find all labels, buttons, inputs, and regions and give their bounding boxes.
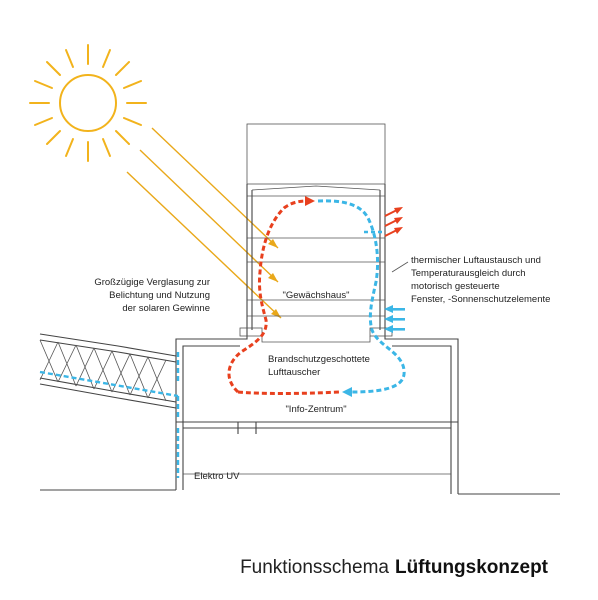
info-center-label: "Info-Zentrum" <box>285 404 346 415</box>
greenhouse-tower <box>246 123 386 330</box>
exchange-label-line-4: Fenster, -Sonnenschutzelemente <box>411 294 550 305</box>
heat-exchanger-label-line-2: Lufttauscher <box>268 367 320 378</box>
title-bold: Lüftungskonzept <box>395 557 549 578</box>
exchange-label-line-3: motorisch gesteuerte <box>411 281 500 292</box>
ramp-truss <box>39 333 177 409</box>
heat-exchanger-label-line-1: Brandschutzgeschottete <box>268 354 370 365</box>
sun-rays <box>126 127 282 319</box>
sun-icon <box>29 44 147 162</box>
elektro-label: Elektro UV <box>194 471 240 482</box>
warm-air-flow <box>227 196 403 395</box>
glazing-label-line-2: Belichtung und Nutzung <box>109 290 210 301</box>
info-center-building <box>175 327 459 494</box>
cold-air-flow <box>39 199 406 478</box>
glazing-label-line-3: der solaren Gewinne <box>122 303 210 314</box>
glazing-label-line-1: Großzügige Verglasung zur <box>94 277 210 288</box>
greenhouse-label: "Gewächshaus" <box>283 290 350 301</box>
exchange-label-line-2: Temperaturausgleich durch <box>411 268 526 279</box>
title-light: Funktionsschema <box>240 557 389 578</box>
exchange-label-line-1: thermischer Luftaustausch und <box>411 255 541 266</box>
diagram-title: Funktionsschema Lüftungskonzept <box>240 557 549 578</box>
